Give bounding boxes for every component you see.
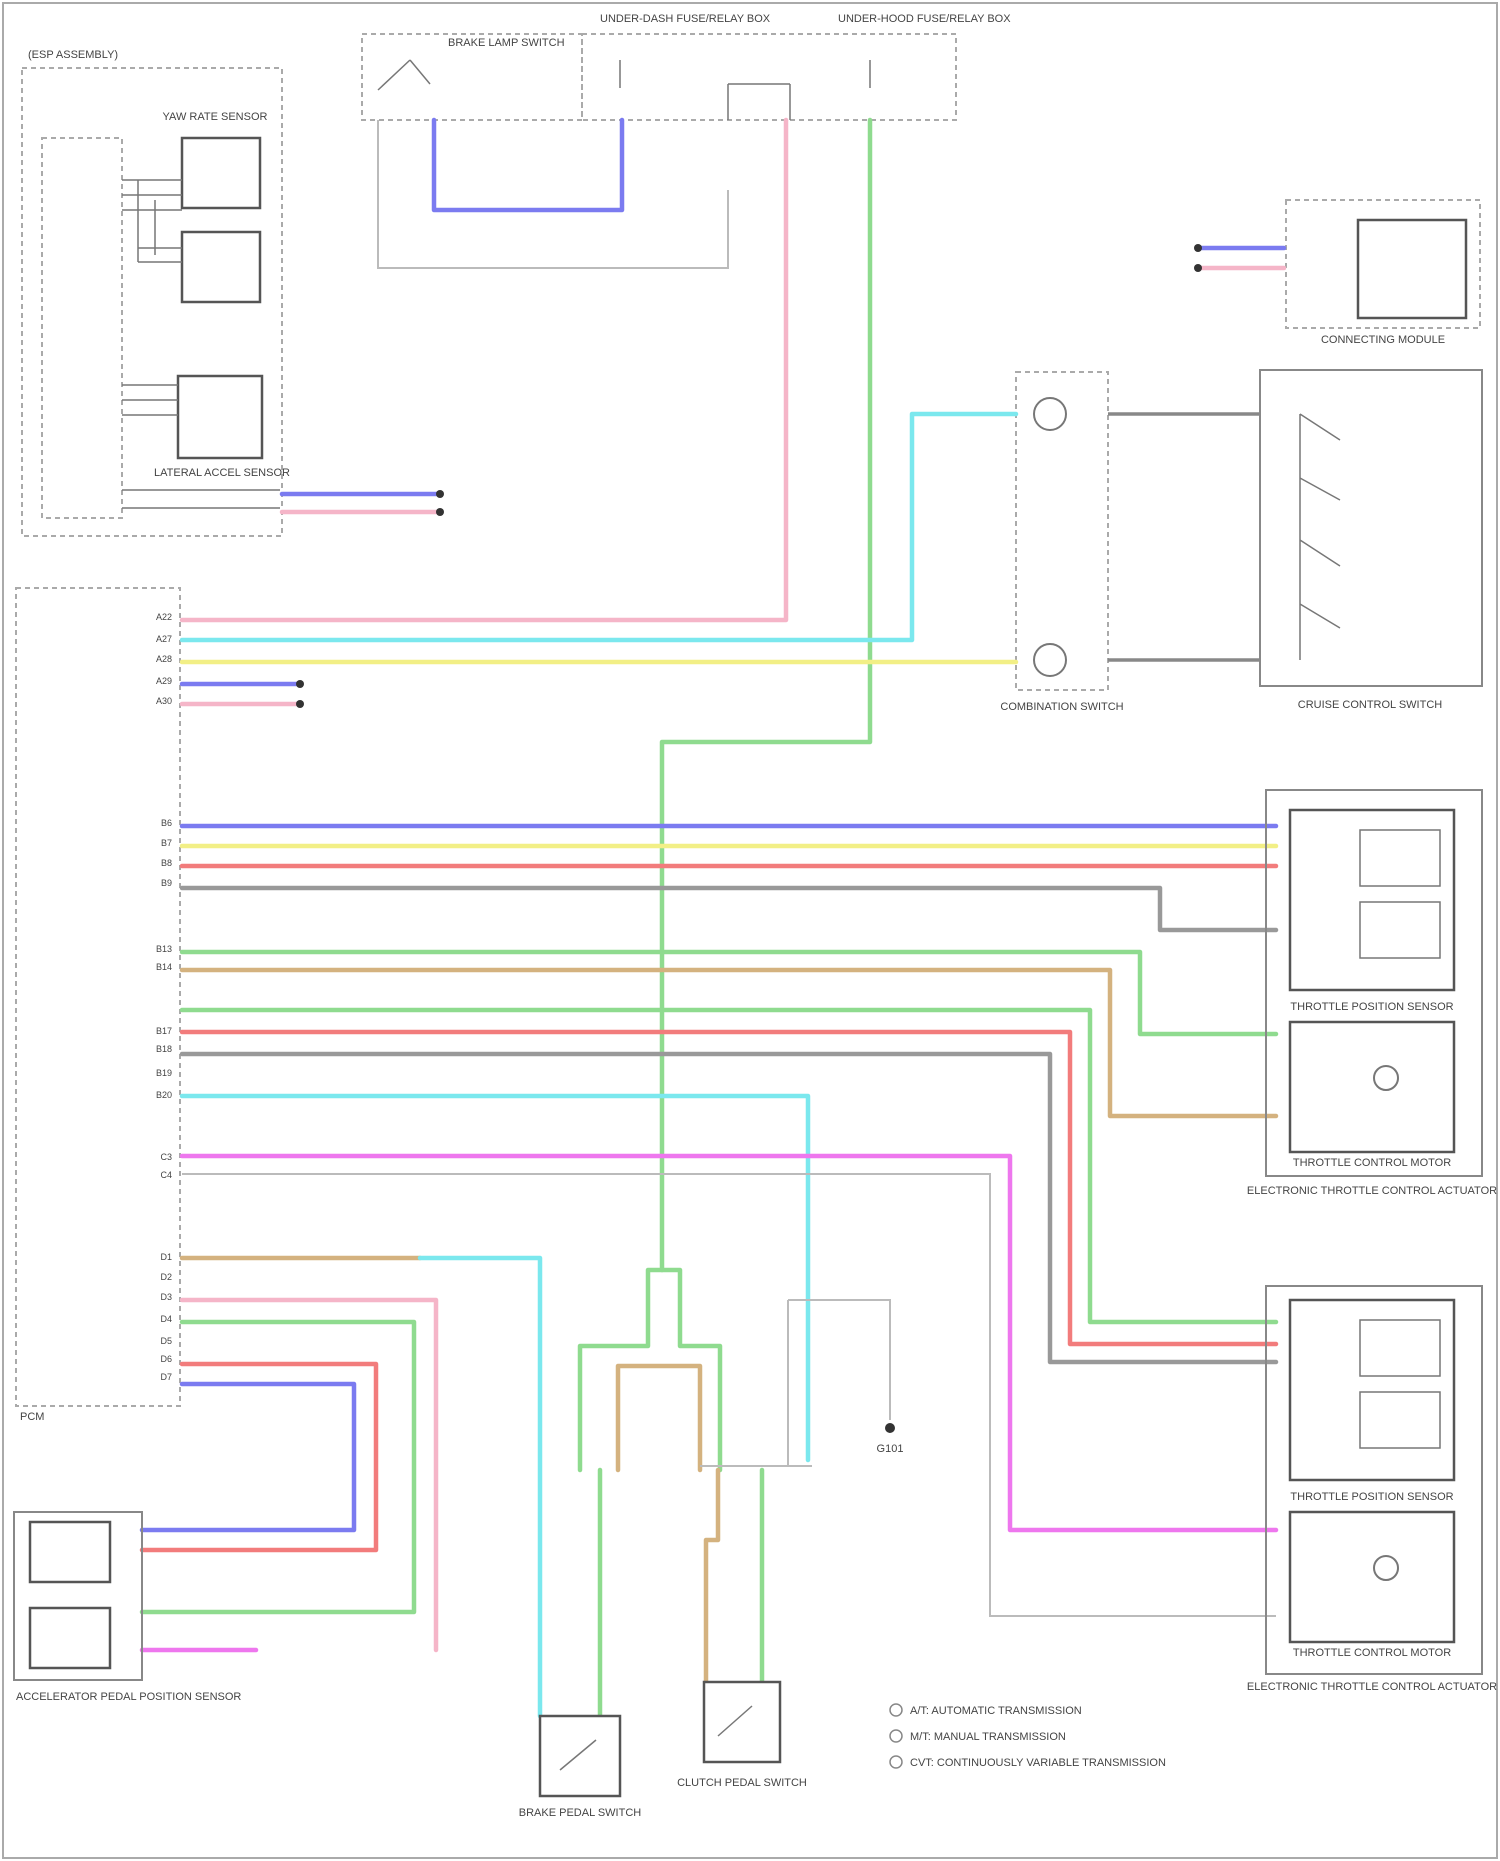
brake-pedal-switch-box	[540, 1716, 620, 1796]
throttle-motor-lower-box	[1290, 1512, 1454, 1642]
svg-text:A22: A22	[156, 612, 172, 622]
svg-text:A28: A28	[156, 654, 172, 664]
brake-pedal-switch-label: BRAKE PEDAL SWITCH	[519, 1807, 642, 1819]
app-sensor-label: ACCELERATOR PEDAL POSITION SENSOR	[16, 1691, 241, 1703]
legend-item-3: CVT: CONTINUOUSLY VARIABLE TRANSMISSION	[910, 1757, 1166, 1769]
svg-text:B8: B8	[161, 858, 172, 868]
legend: A/T: AUTOMATIC TRANSMISSION M/T: MANUAL …	[890, 1704, 1166, 1769]
svg-text:A27: A27	[156, 634, 172, 644]
fuse-left-label: UNDER-DASH FUSE/RELAY BOX	[600, 13, 771, 25]
svg-text:D2: D2	[160, 1272, 172, 1282]
pcm-label: PCM	[20, 1411, 44, 1423]
svg-text:A29: A29	[156, 676, 172, 686]
g101-label: G101	[877, 1443, 904, 1455]
brake-lamp-area: BRAKE LAMP SWITCH UNDER-DASH FUSE/RELAY …	[362, 13, 1011, 268]
svg-text:D7: D7	[160, 1372, 172, 1382]
yaw-sensor-box-2	[182, 232, 260, 302]
throttle-motor-lower-label: THROTTLE CONTROL MOTOR	[1293, 1647, 1451, 1659]
throttle-motor-upper-box	[1290, 1022, 1454, 1152]
throttle-sensor-lower-box	[1290, 1300, 1454, 1480]
svg-text:B13: B13	[156, 944, 172, 954]
throttle-sensor-upper-box	[1290, 810, 1454, 990]
can-module-label: CONNECTING MODULE	[1321, 334, 1445, 346]
svg-text:A30: A30	[156, 696, 172, 706]
svg-text:B19: B19	[156, 1068, 172, 1078]
svg-text:B17: B17	[156, 1026, 172, 1036]
svg-text:B7: B7	[161, 838, 172, 848]
etcs-upper-label: ELECTRONIC THROTTLE CONTROL ACTUATOR	[1247, 1185, 1497, 1197]
svg-text:B9: B9	[161, 878, 172, 888]
brake-lamp-switch-label: BRAKE LAMP SWITCH	[448, 37, 565, 49]
pcm-pin-labels: A22 A27 A28 A29 A30 B6 B7 B8 B9 B13 B14 …	[156, 612, 172, 1382]
svg-text:D5: D5	[160, 1336, 172, 1346]
combination-switch: COMBINATION SWITCH CRUISE CONTROL SWITCH	[1000, 370, 1482, 713]
svg-text:D4: D4	[160, 1314, 172, 1324]
esp-assembly: (ESP ASSEMBLY) YAW RATE SENSOR LATERAL A…	[22, 49, 290, 536]
throttle-sensor-lower-label: THROTTLE POSITION SENSOR	[1290, 1491, 1453, 1503]
yaw-sensor-box	[182, 138, 260, 208]
wire-red-app	[142, 1364, 376, 1550]
wire-pink-top	[182, 120, 786, 620]
etcs-lower-label: ELECTRONIC THROTTLE CONTROL ACTUATOR	[1247, 1681, 1497, 1693]
etcs-lower: THROTTLE POSITION SENSOR THROTTLE CONTRO…	[1247, 1286, 1497, 1693]
svg-text:B14: B14	[156, 962, 172, 972]
etcs-upper: THROTTLE POSITION SENSOR THROTTLE CONTRO…	[1247, 790, 1497, 1197]
yaw-sensor-label: YAW RATE SENSOR	[163, 111, 268, 123]
clutch-switch-box	[704, 1682, 780, 1762]
svg-text:D1: D1	[160, 1252, 172, 1262]
fuse-right-label: UNDER-HOOD FUSE/RELAY BOX	[838, 13, 1011, 25]
wire-pink-app	[182, 1300, 436, 1650]
svg-text:D6: D6	[160, 1354, 172, 1364]
svg-text:C3: C3	[160, 1152, 172, 1162]
wire-cyan-top	[182, 414, 1016, 640]
connecting-module: CONNECTING MODULE	[1194, 200, 1480, 346]
lateral-sensor-box	[178, 376, 262, 458]
combination-switch-label: COMBINATION SWITCH	[1000, 701, 1123, 713]
clutch-switch-label: CLUTCH PEDAL SWITCH	[677, 1777, 807, 1789]
legend-item-1: A/T: AUTOMATIC TRANSMISSION	[910, 1705, 1082, 1717]
svg-text:B6: B6	[161, 818, 172, 828]
wire-ground-switch	[788, 1300, 890, 1466]
wire-cyan-mid	[182, 1096, 808, 1460]
pcm: PCM A22 A27 A28 A29 A30 B6 B7 B8 B9 B13 …	[16, 588, 180, 1423]
throttle-sensor-upper-label: THROTTLE POSITION SENSOR	[1290, 1001, 1453, 1013]
wire-blue-app	[142, 1384, 354, 1530]
svg-text:B20: B20	[156, 1090, 172, 1100]
svg-text:C4: C4	[160, 1170, 172, 1180]
pedal-switches: BRAKE PEDAL SWITCH CLUTCH PEDAL SWITCH G…	[519, 1443, 904, 1819]
wires	[142, 120, 1276, 1720]
legend-item-2: M/T: MANUAL TRANSMISSION	[910, 1731, 1066, 1743]
app-sensor: ACCELERATOR PEDAL POSITION SENSOR	[14, 1512, 241, 1703]
throttle-motor-upper-label: THROTTLE CONTROL MOTOR	[1293, 1157, 1451, 1169]
wire-blue-top	[434, 120, 622, 210]
svg-text:B18: B18	[156, 1044, 172, 1054]
wire-tan-clutch	[706, 1470, 718, 1700]
wire-tan-branch	[618, 1366, 700, 1470]
cruise-switch-label: CRUISE CONTROL SWITCH	[1298, 699, 1442, 711]
esp-assembly-label: (ESP ASSEMBLY)	[28, 49, 118, 61]
lateral-sensor-label: LATERAL ACCEL SENSOR	[154, 467, 290, 479]
svg-text:D3: D3	[160, 1292, 172, 1302]
wire-gray-throttle	[182, 888, 1276, 930]
